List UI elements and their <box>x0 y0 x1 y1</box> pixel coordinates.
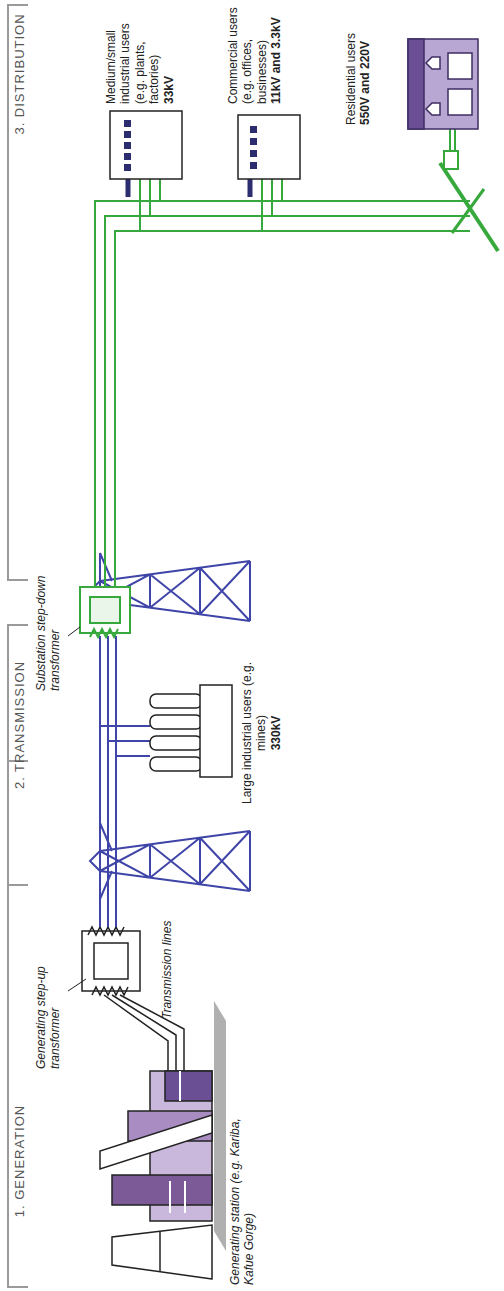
label-group: Substation step-down transformer <box>34 551 63 691</box>
part-label: Medium/small industrial users (e.g. plan… <box>104 3 162 104</box>
label-group: Large industrial users (e.g. mines)330kV <box>240 653 283 813</box>
part-label: Generating station (e.g. Kariba, Kafue G… <box>228 1110 257 1285</box>
part-label: Residential users <box>344 5 358 125</box>
part-label: Commercial users (e.g. offices, business… <box>226 3 269 104</box>
voltage-label: 11kV and 3.3kV <box>269 3 283 104</box>
voltage-label: 330kV <box>269 653 283 813</box>
label-group: 3. DISTRIBUTION <box>12 5 28 143</box>
section-heading: 3. DISTRIBUTION <box>12 5 28 143</box>
leader-line <box>68 979 86 991</box>
voltage-label: 33kV <box>162 3 176 104</box>
label-group: 1. GENERATION <box>12 1071 28 1251</box>
transmission-lines <box>100 636 150 927</box>
part-label: Substation step-down transformer <box>34 551 63 691</box>
distribution-lines <box>95 129 498 587</box>
part-label: Generating step-up transformer <box>34 947 63 1069</box>
step-down-transformer <box>80 587 130 637</box>
label-group: 2. TRANSMISSION <box>12 625 28 825</box>
factory-building <box>110 111 182 197</box>
label-group: Medium/small industrial users (e.g. plan… <box>104 3 176 104</box>
section-heading: 2. TRANSMISSION <box>12 625 28 825</box>
label-group: Generating station (e.g. Kariba, Kafue G… <box>228 1110 257 1285</box>
transmission-towers <box>90 553 250 899</box>
leader-line <box>68 627 80 636</box>
label-group: Generating step-up transformer <box>34 947 63 1069</box>
part-label: Large industrial users (e.g. mines) <box>240 653 269 813</box>
label-group: Residential users550V and 220V <box>344 5 373 125</box>
mine-building <box>150 685 232 777</box>
voltage-label: 550V and 220V <box>358 5 372 125</box>
label-group: Commercial users (e.g. offices, business… <box>226 3 284 104</box>
section-heading: 1. GENERATION <box>12 1071 28 1251</box>
office-building <box>238 115 300 197</box>
house <box>408 39 478 129</box>
part-label: Transmission lines <box>160 901 174 1019</box>
label-group: Transmission lines <box>160 901 174 1019</box>
section-brackets <box>8 5 28 1287</box>
generating-station <box>100 1001 226 1279</box>
step-up-transformer <box>82 927 140 995</box>
